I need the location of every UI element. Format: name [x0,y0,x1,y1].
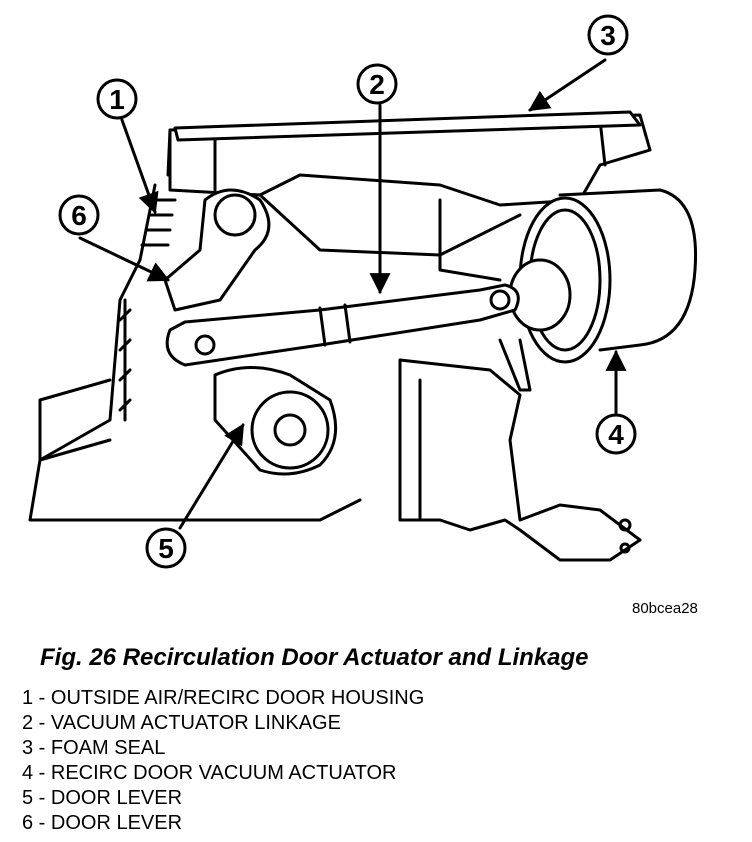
callout-circle-3 [587,14,629,56]
legend-list: 1 - OUTSIDE AIR/RECIRC DOOR HOUSING 2 - … [22,686,424,836]
legend-item: 5 - DOOR LEVER [22,787,183,809]
callout-circle-5 [145,527,187,569]
callout-label-6: 6 [71,200,87,231]
legend-item: 3 - FOAM SEAL [22,737,166,759]
legend-item: 6 - DOOR LEVER [22,812,183,834]
figure-caption: Fig. 26 Recirculation Door Actuator and … [40,644,589,671]
callout-circle-2 [356,63,398,105]
callout-label-4: 4 [608,419,624,450]
leader-arrow-1 [120,118,159,214]
actuator-linkage [165,283,520,367]
callout-label-5: 5 [158,533,174,564]
callout-circle-1 [96,78,138,120]
callout-circle-6 [58,194,100,236]
legend-item: 4 - RECIRC DOOR VACUUM ACTUATOR [22,762,397,784]
door-lever-upper [163,188,271,312]
figure-code: 80bcea28 [632,600,698,617]
door-lever-lower [213,366,338,476]
leader-arrow-6 [78,236,170,282]
legend-item: 1 - OUTSIDE AIR/RECIRC DOOR HOUSING [22,687,425,709]
callout-label-1: 1 [109,84,125,115]
legend-item: 2 - VACUUM ACTUATOR LINKAGE [22,712,341,734]
foam-seal [173,110,642,142]
callout-label-2: 2 [369,69,385,100]
technical-drawing: 1 2 3 4 5 6 [28,14,698,569]
callout-circle-4 [595,413,637,455]
leader-arrow-5 [178,423,245,530]
leader-arrow-3 [528,58,607,112]
callout-label-3: 3 [600,20,616,51]
vacuum-actuator [498,188,698,392]
mount-bracket [398,358,642,562]
